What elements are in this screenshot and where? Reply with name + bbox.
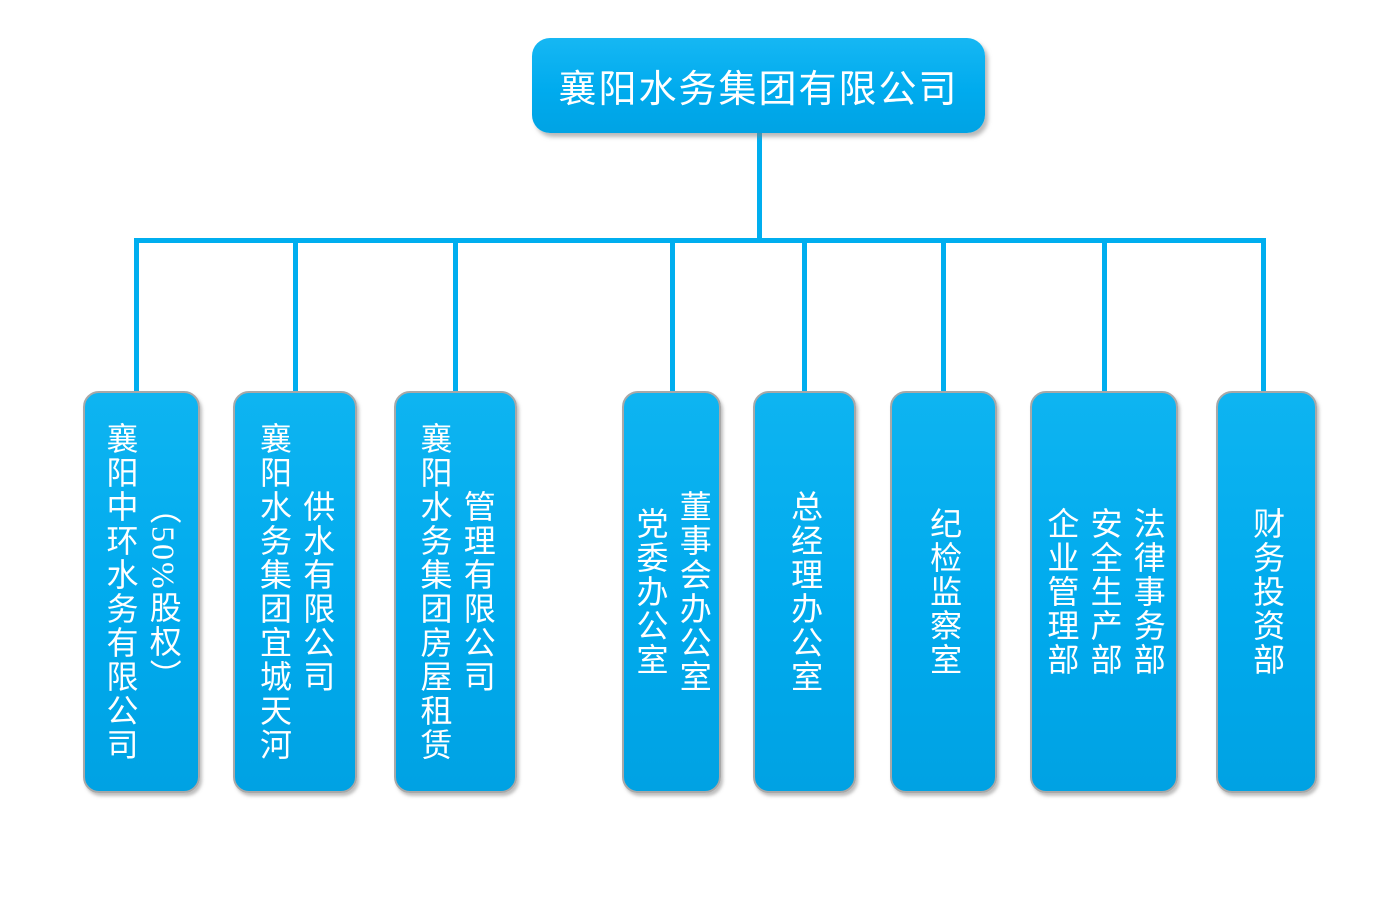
org-node-xiangyang-zhonghuan-water-company: 襄阳中环水务有限公司 （50%股权）: [83, 391, 200, 793]
org-node-general-manager-office: 总经理办公室: [753, 391, 856, 793]
connector-drop-8: [1261, 241, 1266, 392]
org-node-label: 纪检监察室: [922, 393, 965, 791]
node-line: （50%股权）: [145, 491, 182, 693]
node-line: 财务投资部: [1249, 507, 1286, 677]
node-line: 安全生产部: [1086, 507, 1123, 677]
node-line: 纪检监察室: [926, 507, 963, 677]
connector-drop-4: [670, 241, 675, 392]
connector-drop-3: [453, 241, 458, 392]
node-line: 法律事务部: [1129, 507, 1166, 677]
connector-horizontal-bar: [134, 238, 1266, 243]
node-line: 总经理办公室: [787, 490, 824, 694]
org-node-root-label: 襄阳水务集团有限公司: [558, 69, 959, 111]
org-node-label: 总经理办公室: [783, 393, 826, 791]
connector-drop-2: [293, 241, 298, 392]
node-line: 管理有限公司: [459, 490, 496, 694]
org-node-label: 财务投资部: [1245, 393, 1288, 791]
org-node-label: 企业管理部 安全生产部 法律事务部: [1039, 393, 1169, 791]
node-line: 董事会办公室: [675, 490, 712, 694]
org-node-root: 襄阳水务集团有限公司: [532, 38, 985, 133]
node-line: 襄阳中环水务有限公司: [102, 422, 139, 762]
node-line: 襄阳水务集团宜城天河: [256, 422, 292, 762]
connector-drop-1: [134, 241, 139, 392]
org-node-enterprise-safety-legal-departments: 企业管理部 安全生产部 法律事务部: [1030, 391, 1178, 793]
org-node-party-committee-board-office: 党委办公室 董事会办公室: [622, 391, 721, 793]
org-node-finance-investment-department: 财务投资部: [1216, 391, 1317, 793]
org-node-yicheng-tianhe-water-supply-company: 襄阳水务集团宜城天河 供水有限公司: [233, 391, 357, 793]
node-line: 襄阳水务集团房屋租赁: [416, 422, 453, 762]
org-node-discipline-inspection-office: 纪检监察室: [890, 391, 997, 793]
connector-drop-5: [802, 241, 807, 392]
org-node-label: 襄阳水务集团宜城天河 供水有限公司: [252, 393, 338, 791]
org-node-label: 襄阳中环水务有限公司 （50%股权）: [98, 393, 184, 791]
node-line: 供水有限公司: [299, 490, 336, 694]
org-node-label: 襄阳水务集团房屋租赁 管理有限公司: [412, 393, 498, 791]
node-line: 企业管理部: [1043, 507, 1080, 677]
connector-drop-6: [941, 241, 946, 392]
connector-root-stem: [757, 131, 762, 240]
org-node-label: 党委办公室 董事会办公室: [628, 393, 714, 791]
org-node-housing-rental-management-company: 襄阳水务集团房屋租赁 管理有限公司: [394, 391, 517, 793]
connector-drop-7: [1102, 241, 1107, 392]
node-line: 党委办公室: [632, 507, 669, 677]
